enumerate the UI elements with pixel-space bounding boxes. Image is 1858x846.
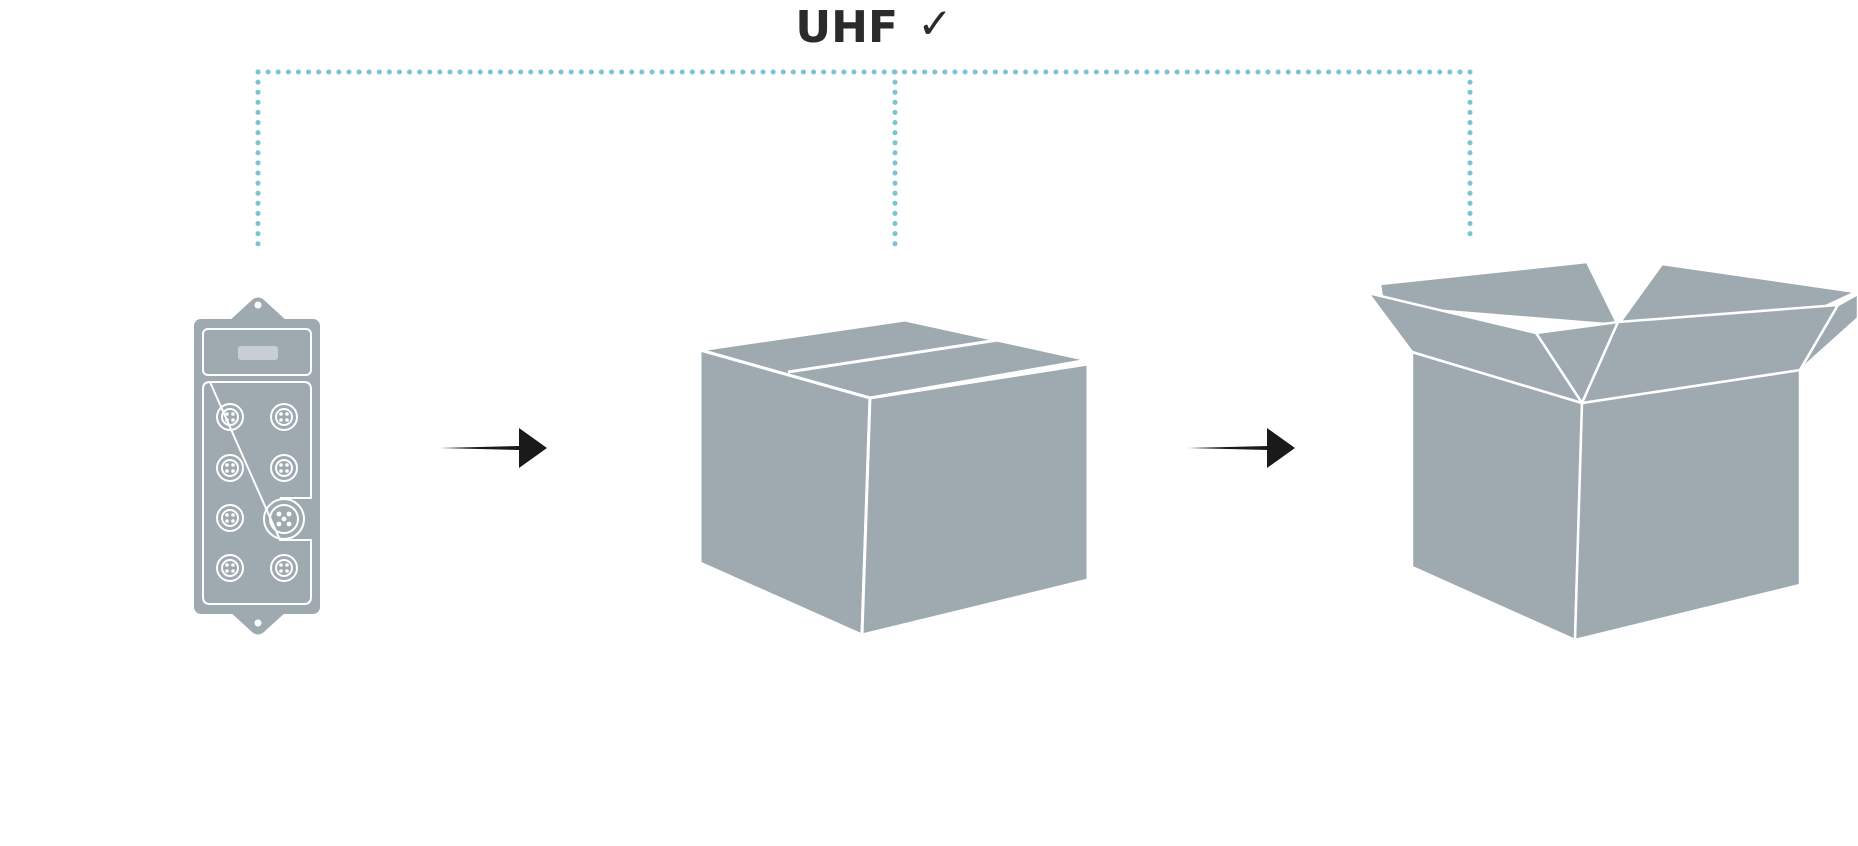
arrow-right-icon <box>440 428 547 468</box>
port-connector <box>270 554 298 582</box>
closed-box-icon <box>698 318 1090 637</box>
check-icon: ✓ <box>917 0 952 48</box>
port-connector-large <box>263 498 305 540</box>
port-connector <box>216 403 244 431</box>
port-connector <box>216 454 244 482</box>
open-box-icon <box>1366 260 1858 642</box>
uhf-label: UHF <box>795 2 898 53</box>
port-connector <box>270 454 298 482</box>
signal-lines <box>255 69 1473 251</box>
arrow-right-icon <box>1188 428 1295 468</box>
rfid-io-module-icon <box>194 297 320 635</box>
port-connector <box>216 504 244 532</box>
port-connector <box>270 403 298 431</box>
port-connector <box>216 554 244 582</box>
